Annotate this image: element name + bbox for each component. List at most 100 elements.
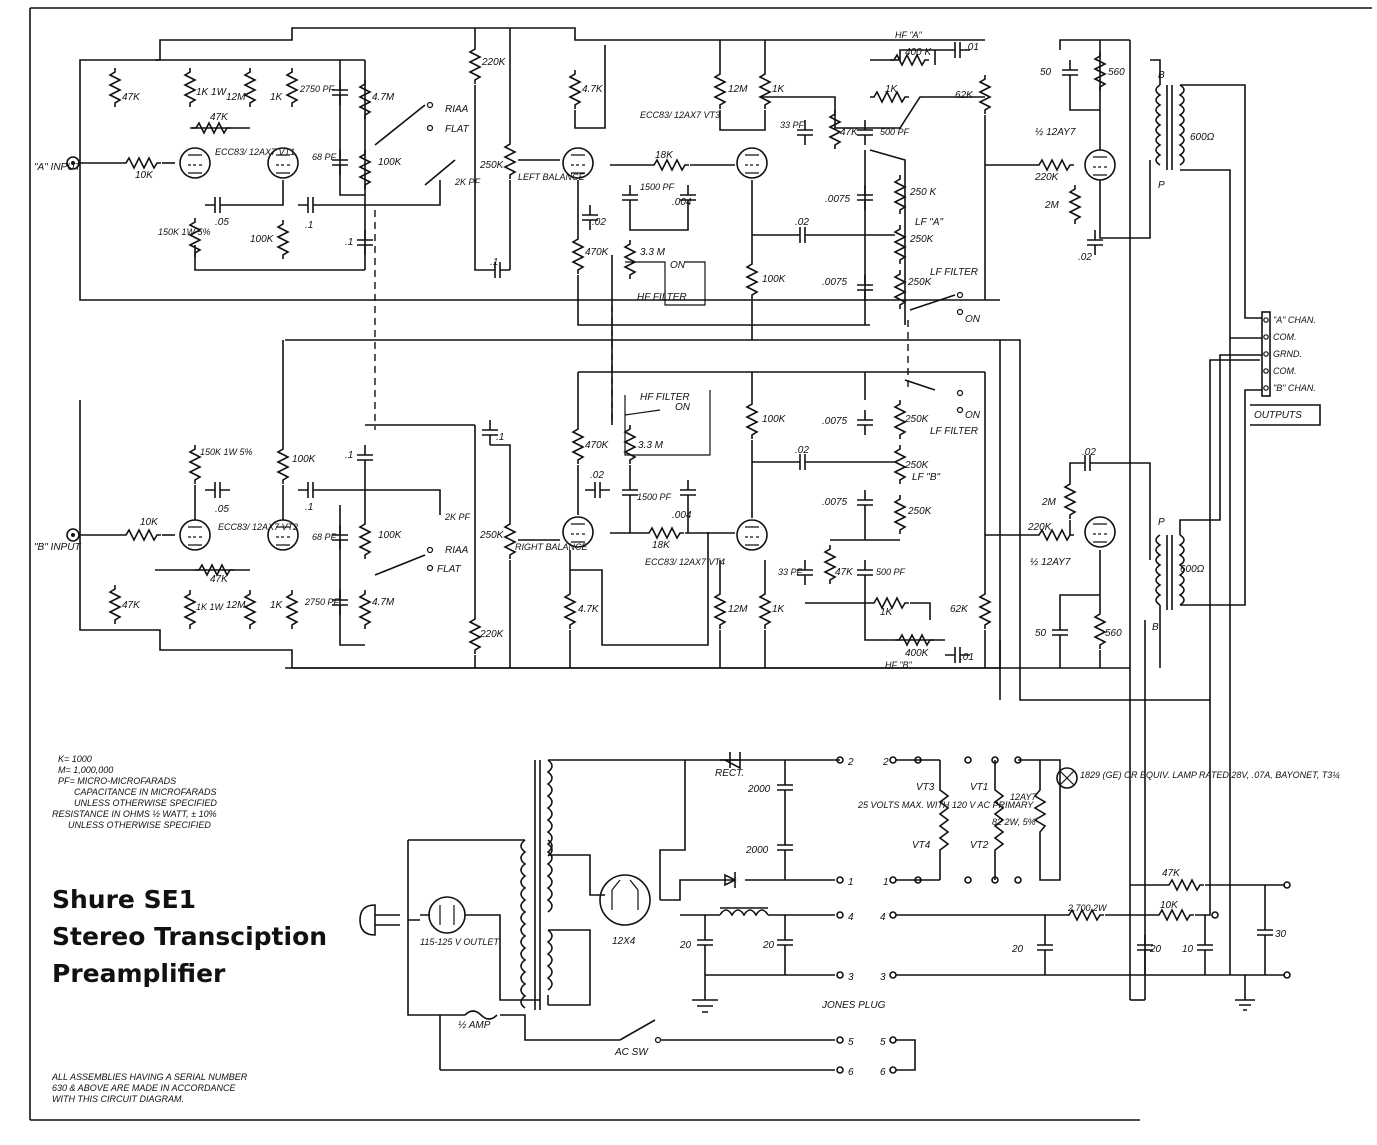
component-label: .1 bbox=[305, 502, 313, 513]
component-label: 47K bbox=[840, 127, 859, 138]
component-label: 100K bbox=[250, 234, 275, 245]
out-com-1: COM. bbox=[1273, 332, 1297, 342]
power-labels: RECT. 2000 2000 12X4 20 20 115-125 V OUT… bbox=[420, 757, 1340, 1078]
component-label: RECT. bbox=[715, 768, 744, 779]
component-label: 47K bbox=[210, 112, 229, 123]
component-label: ON bbox=[670, 260, 686, 271]
component-label: 3 bbox=[848, 972, 854, 983]
border-line bbox=[29, 7, 1372, 1121]
title-block: Shure SE1 Stereo Transciption Preamplifi… bbox=[52, 885, 327, 988]
component-label: .02 bbox=[795, 445, 809, 456]
component-label: 20 bbox=[762, 940, 775, 951]
note-res2: UNLESS OTHERWISE SPECIFIED bbox=[68, 820, 211, 830]
component-label: ECC83/ 12AX7 VT1 bbox=[215, 147, 295, 157]
component-label: 50 bbox=[1040, 67, 1052, 78]
component-label: 12AY7 bbox=[1010, 792, 1037, 802]
component-label: P bbox=[1158, 180, 1165, 191]
component-label: 4.7M bbox=[372, 597, 395, 608]
component-label: 1K 1W bbox=[196, 87, 228, 98]
component-label: 5 bbox=[880, 1037, 886, 1048]
component-label: 10K bbox=[140, 517, 159, 528]
out-grnd: GRND. bbox=[1273, 349, 1302, 359]
component-label: LEFT BALANCE bbox=[518, 172, 586, 182]
component-label: VT4 bbox=[912, 840, 931, 851]
component-label: HF FILTER bbox=[637, 292, 687, 303]
note-serial3: WITH THIS CIRCUIT DIAGRAM. bbox=[52, 1094, 184, 1104]
component-label: .02 bbox=[590, 470, 604, 481]
component-label: 1K bbox=[885, 84, 899, 95]
component-label: 1500 PF bbox=[637, 492, 672, 502]
component-label: 18K bbox=[655, 150, 674, 161]
outputs-heading: OUTPUTS bbox=[1254, 410, 1302, 421]
component-label: 12M bbox=[728, 604, 748, 615]
component-label: .0075 bbox=[822, 497, 847, 508]
output-labels: "A" CHAN. COM. GRND. COM. "B" CHAN. OUTP… bbox=[1254, 315, 1316, 421]
component-label: 4 bbox=[880, 912, 886, 923]
component-label: .01 bbox=[965, 42, 979, 53]
component-label: 560 bbox=[1105, 628, 1122, 639]
component-label: 2750 PF bbox=[304, 597, 340, 607]
component-label: HF "A" bbox=[895, 30, 923, 40]
component-label: 4.7M bbox=[372, 92, 395, 103]
title-line-1: Shure SE1 bbox=[52, 885, 196, 914]
component-label: 1K bbox=[880, 607, 894, 618]
component-label: 47K bbox=[122, 600, 141, 611]
component-label: 10 bbox=[1182, 944, 1194, 955]
channel-a-section bbox=[66, 27, 1262, 1000]
component-label: 400 K bbox=[905, 47, 932, 58]
component-label: 62K bbox=[955, 90, 974, 101]
component-label: 33 PF bbox=[780, 120, 805, 130]
component-label: 220K bbox=[479, 629, 505, 640]
component-label: 3.3 M bbox=[638, 440, 664, 451]
component-label: 18K bbox=[652, 540, 671, 551]
component-label: 560 bbox=[1108, 67, 1125, 78]
component-label: 12M bbox=[226, 600, 246, 611]
component-label: .0075 bbox=[822, 416, 847, 427]
component-label: 6 bbox=[880, 1067, 886, 1078]
component-label: 1K bbox=[270, 92, 284, 103]
note-m: M= 1,000,000 bbox=[58, 765, 113, 775]
component-label: B bbox=[1158, 70, 1165, 81]
component-label: 3 bbox=[880, 972, 886, 983]
component-label: LF FILTER bbox=[930, 426, 978, 437]
out-a-chan: "A" CHAN. bbox=[1273, 315, 1316, 325]
component-label: 2 bbox=[882, 757, 889, 768]
component-label: 220K bbox=[1034, 172, 1060, 183]
component-label: 2M bbox=[1044, 200, 1060, 211]
channel-b-labels: 150K 1W 5% 100K .1 .05 .1 10K ECC83/ 12A… bbox=[122, 392, 1205, 670]
component-label: FLAT bbox=[445, 124, 470, 135]
component-label: 5 bbox=[848, 1037, 854, 1048]
component-label: 2K PF bbox=[444, 512, 471, 522]
component-label: 62K bbox=[950, 604, 969, 615]
note-serial1: ALL ASSEMBLIES HAVING A SERIAL NUMBER bbox=[51, 1072, 248, 1082]
component-label: .02 bbox=[1082, 447, 1096, 458]
component-label: 20 bbox=[1011, 944, 1024, 955]
component-label: 1K 1W bbox=[196, 602, 225, 612]
component-label: 1 bbox=[848, 877, 854, 888]
channel-b-section bbox=[66, 340, 1262, 1000]
component-label: 10K bbox=[135, 170, 154, 181]
title-line-3: Preamplifier bbox=[52, 959, 226, 988]
output-terminal-strip bbox=[1250, 311, 1321, 426]
note-k: K= 1000 bbox=[58, 754, 92, 764]
a-input-label: "A" INPUT bbox=[34, 162, 81, 173]
component-label: .02 bbox=[1078, 252, 1092, 263]
component-label: 500 PF bbox=[880, 127, 910, 137]
component-label: .1 bbox=[496, 432, 504, 443]
component-label: 2750 PF bbox=[299, 84, 335, 94]
component-label: 1K bbox=[772, 604, 786, 615]
component-label: 600Ω bbox=[1190, 132, 1215, 143]
b-input-label: "B" INPUT bbox=[34, 542, 81, 553]
component-label: .05 bbox=[215, 504, 229, 515]
component-label: 82 2W, 5% bbox=[992, 817, 1036, 827]
component-label: ½ 12AY7 bbox=[1030, 557, 1071, 568]
out-b-chan: "B" CHAN. bbox=[1273, 383, 1316, 393]
component-label: 100K bbox=[292, 454, 317, 465]
component-label: 2000 bbox=[747, 784, 771, 795]
component-label: .1 bbox=[305, 220, 313, 231]
component-label: LF FILTER bbox=[930, 267, 978, 278]
component-label: 50 bbox=[1035, 628, 1047, 639]
component-label: HF "B" bbox=[885, 660, 913, 670]
component-label: VT3 bbox=[916, 782, 935, 793]
